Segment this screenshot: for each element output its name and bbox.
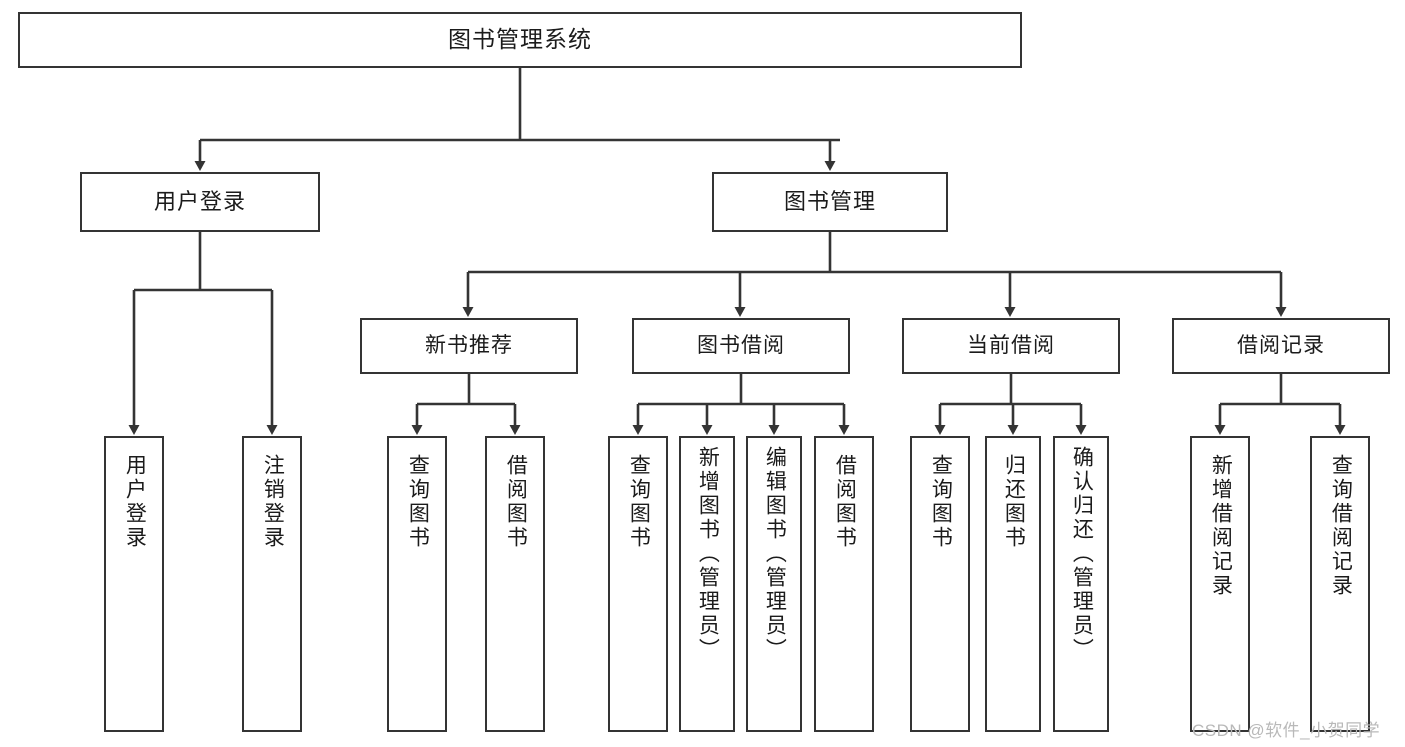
leaf-query-record[interactable]: 查询借阅记录	[1310, 436, 1370, 732]
leaf-query-record-label: 查询借阅记录	[1329, 454, 1353, 598]
leaf-add-record-label: 新增借阅记录	[1209, 454, 1233, 598]
leaf-confirm-return[interactable]: 确认归还（管理员）	[1053, 436, 1109, 732]
node-root[interactable]: 图书管理系统	[18, 12, 1022, 68]
leaf-query-book-1[interactable]: 查询图书	[387, 436, 447, 732]
node-new-book-recommend[interactable]: 新书推荐	[360, 318, 578, 374]
leaf-return-book[interactable]: 归还图书	[985, 436, 1041, 732]
leaf-borrow-book-1-label: 借阅图书	[504, 454, 528, 550]
node-book-management[interactable]: 图书管理	[712, 172, 948, 232]
leaf-query-book-1-label: 查询图书	[406, 454, 430, 550]
leaf-borrow-book-2-label: 借阅图书	[833, 454, 857, 550]
leaf-user-login[interactable]: 用户登录	[104, 436, 164, 732]
node-borrow-record-label: 借阅记录	[1237, 333, 1325, 357]
leaf-query-book-3-label: 查询图书	[929, 454, 953, 550]
leaf-add-record[interactable]: 新增借阅记录	[1190, 436, 1250, 732]
leaf-add-book-label: 新增图书（管理员）	[696, 446, 720, 662]
node-book-borrow[interactable]: 图书借阅	[632, 318, 850, 374]
leaf-query-book-3[interactable]: 查询图书	[910, 436, 970, 732]
node-current-borrow[interactable]: 当前借阅	[902, 318, 1120, 374]
leaf-borrow-book-2[interactable]: 借阅图书	[814, 436, 874, 732]
node-user-login[interactable]: 用户登录	[80, 172, 320, 232]
leaf-edit-book-label: 编辑图书（管理员）	[763, 446, 787, 662]
leaf-logout-label: 注销登录	[261, 454, 285, 550]
node-current-borrow-label: 当前借阅	[967, 333, 1055, 357]
node-new-book-recommend-label: 新书推荐	[425, 333, 513, 357]
leaf-query-book-2-label: 查询图书	[627, 454, 651, 550]
leaf-logout[interactable]: 注销登录	[242, 436, 302, 732]
leaf-query-book-2[interactable]: 查询图书	[608, 436, 668, 732]
leaf-edit-book[interactable]: 编辑图书（管理员）	[746, 436, 802, 732]
node-book-management-label: 图书管理	[783, 189, 876, 215]
leaf-return-book-label: 归还图书	[1002, 454, 1026, 550]
leaf-user-login-label: 用户登录	[123, 454, 147, 550]
leaf-add-book[interactable]: 新增图书（管理员）	[679, 436, 735, 732]
node-borrow-record[interactable]: 借阅记录	[1172, 318, 1390, 374]
leaf-borrow-book-1[interactable]: 借阅图书	[485, 436, 545, 732]
leaf-confirm-return-label: 确认归还（管理员）	[1070, 446, 1094, 662]
node-book-borrow-label: 图书借阅	[697, 333, 785, 357]
node-user-login-label: 用户登录	[153, 189, 246, 215]
csdn-watermark: CSDN @软件_小贺同学	[1192, 721, 1381, 740]
node-root-label: 图书管理系统	[448, 26, 592, 53]
